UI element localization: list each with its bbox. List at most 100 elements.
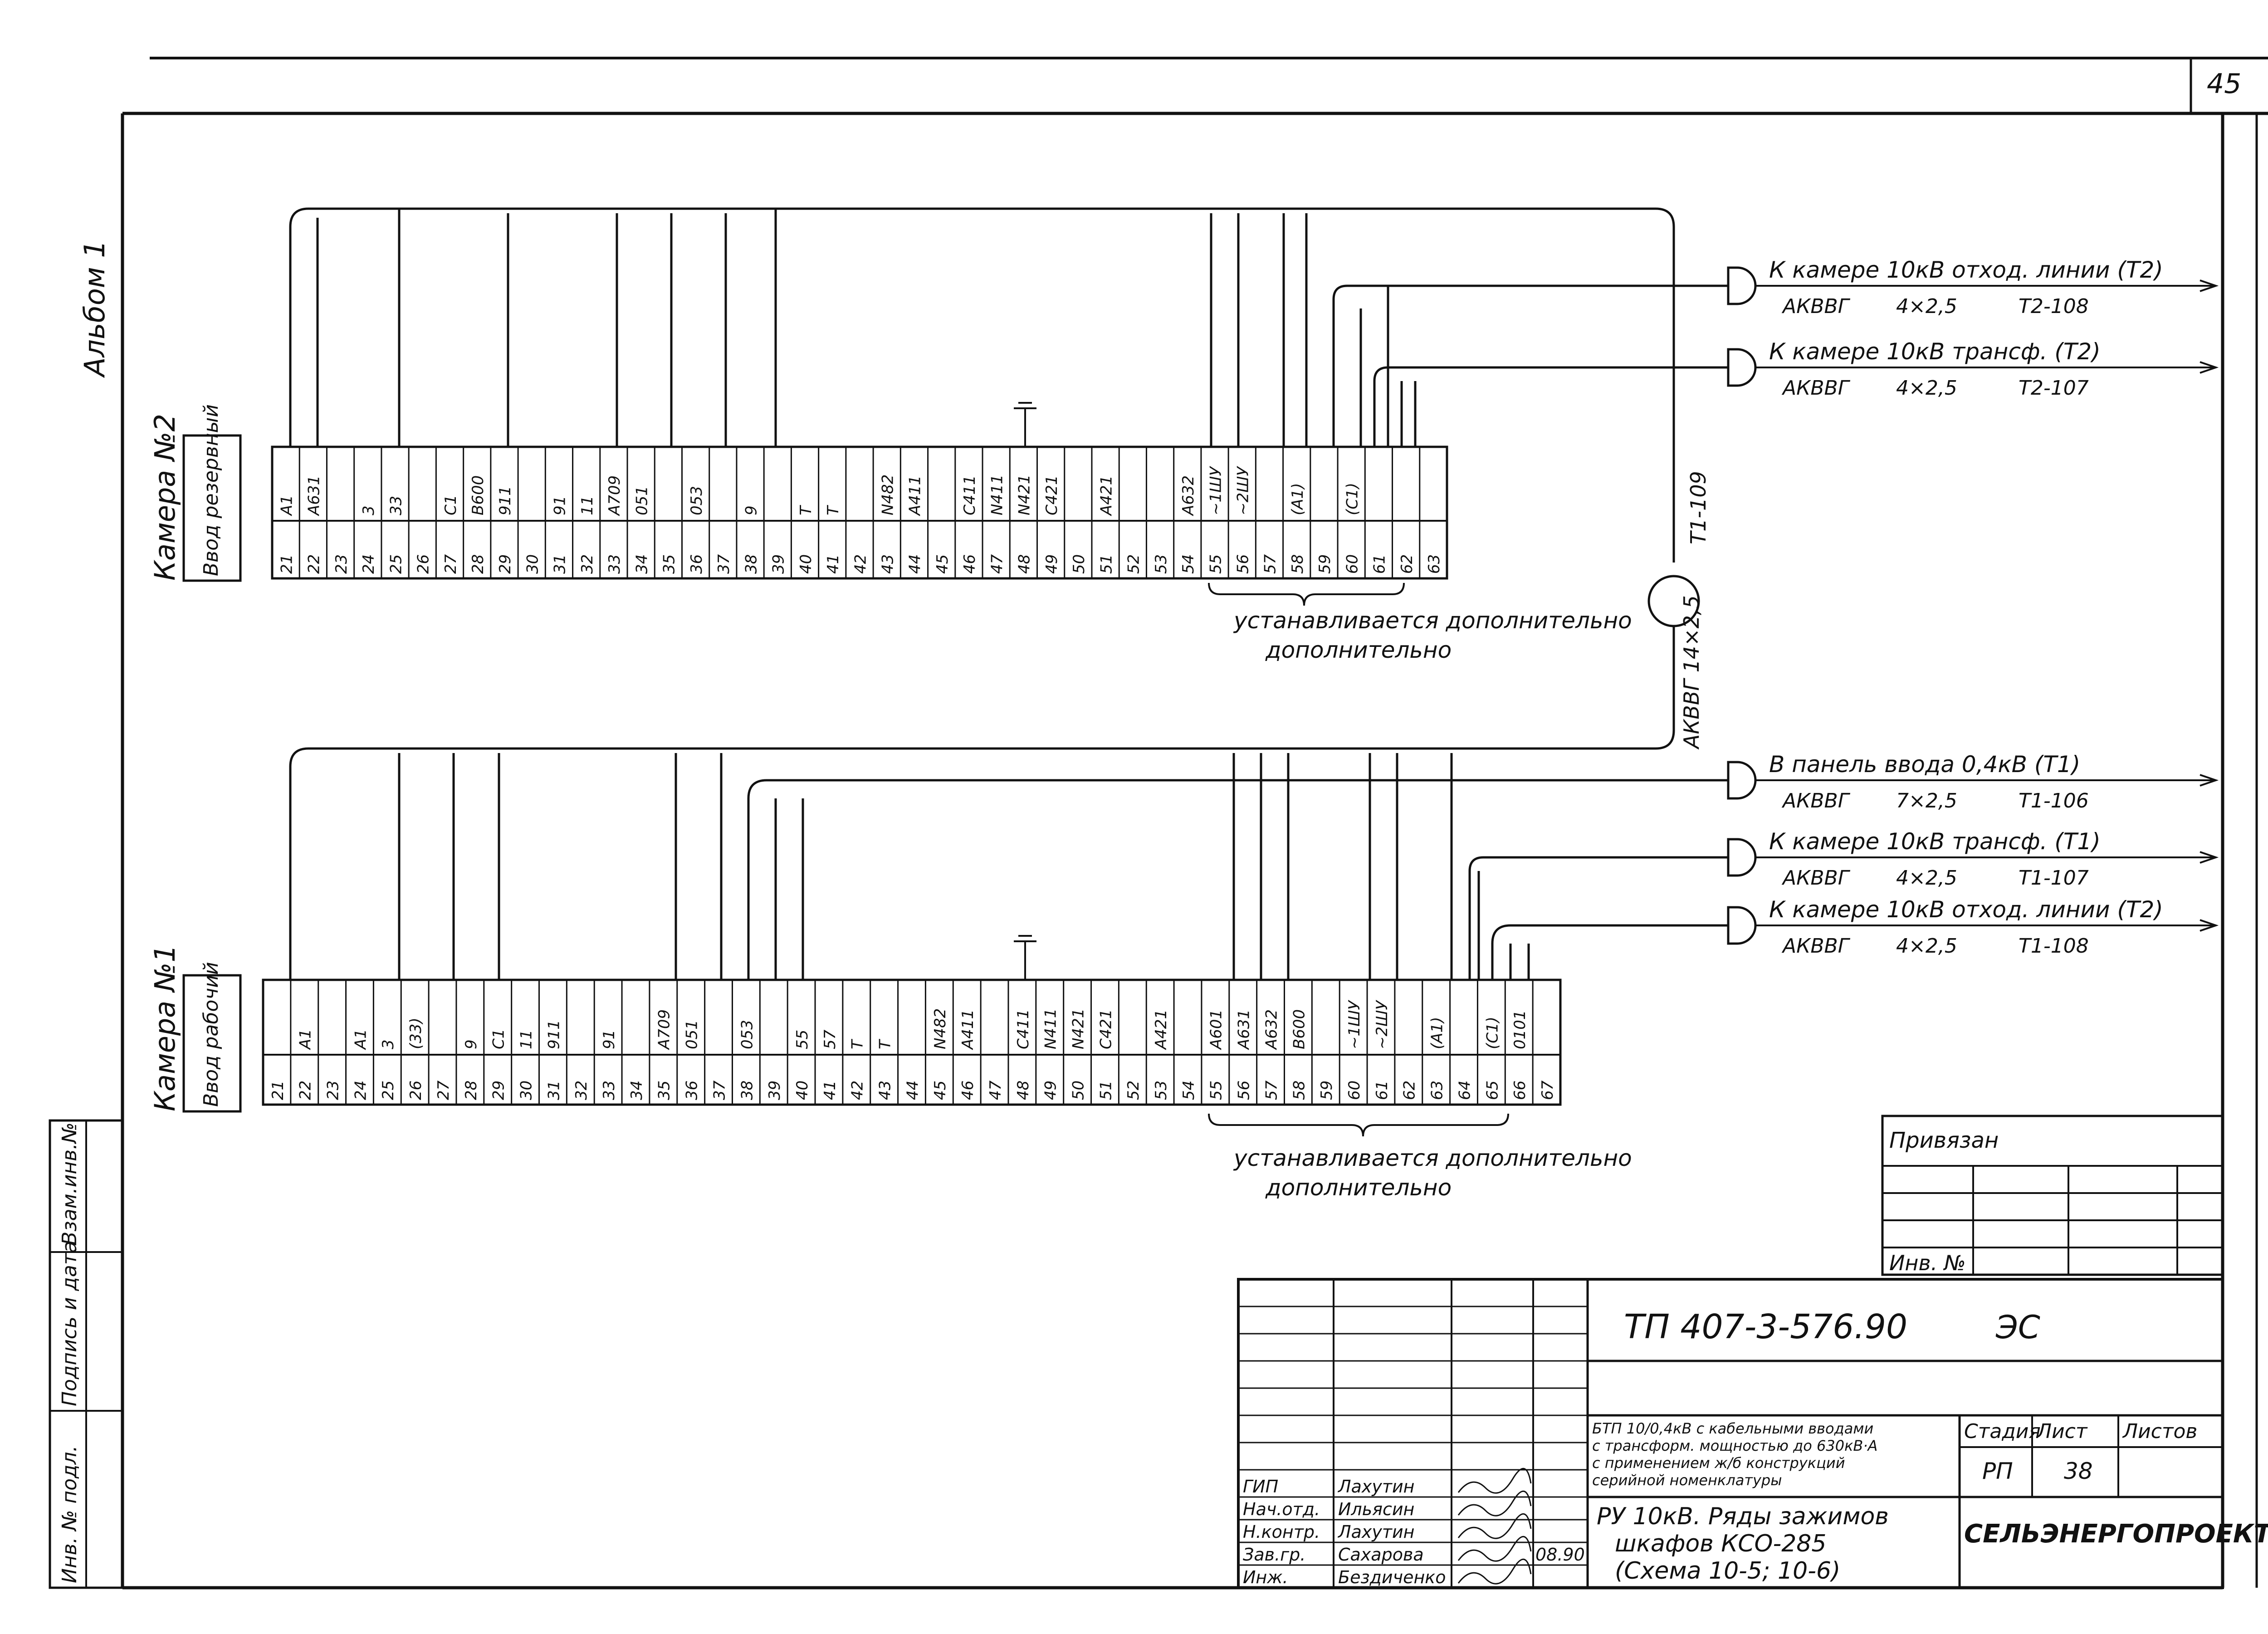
upper-terminal-number: 63 (1425, 554, 1443, 574)
upper-terminal-mark: 3 (360, 505, 378, 515)
upper-terminal-number: 32 (578, 554, 596, 574)
sheet-title-line: РУ 10кВ. Ряды зажимов (1597, 1503, 1889, 1530)
arrow-right-icon (2200, 361, 2219, 374)
lower-terminal-mark: С421 (1097, 1009, 1115, 1049)
side-inv-label: Инв. № подл. (58, 1445, 81, 1583)
album-label: Альбом 1 (78, 240, 111, 378)
cable-type: АКВВГ (1781, 377, 1851, 400)
lower-terminal-mark: А709 (655, 1009, 674, 1050)
stage-value: РП (1982, 1458, 2013, 1484)
cable-type: АКВВГ (1781, 789, 1851, 812)
cable-size: 4×2,5 (1896, 295, 1957, 318)
lower-terminal-number: 24 (352, 1081, 370, 1100)
cable-title: К камере 10кВ отход. линии (Т2) (1769, 257, 2163, 283)
upper-terminal-number: 35 (660, 554, 679, 574)
lower-terminal-mark: А421 (1152, 1009, 1170, 1050)
lower-terminal-number: 35 (655, 1081, 674, 1100)
description-line: с трансформ. мощностью до 630кВ·А (1592, 1437, 1877, 1454)
tie-cable-code: Т1-109 (1686, 471, 1711, 544)
upper-input-label: Ввод резервный (200, 404, 223, 576)
cable-title: К камере 10кВ трансф. (Т2) (1769, 338, 2101, 365)
upper-terminal-number: 22 (305, 554, 323, 574)
lower-terminal-number: 58 (1290, 1081, 1308, 1100)
upper-terminal-number: 57 (1261, 554, 1280, 574)
upper-terminal-number: 44 (906, 554, 924, 574)
lower-terminal-number: 55 (1207, 1081, 1226, 1100)
lower-install-note: устанавливается дополнительно (1233, 1145, 1632, 1171)
signature-name: Сахарова (1338, 1545, 1424, 1565)
lower-terminal-mark: Т (849, 1039, 867, 1049)
description-line: БТП 10/0,4кВ с кабельными вводами (1592, 1420, 1873, 1437)
upper-terminal-number: 61 (1371, 554, 1389, 574)
cable-title: К камере 10кВ трансф. (Т1) (1769, 828, 2101, 855)
lower-terminal-number: 33 (600, 1081, 618, 1100)
upper-terminal-number: 41 (824, 554, 842, 574)
signature-name: Ильясин (1338, 1499, 1414, 1519)
lower-terminal-number: 31 (545, 1081, 563, 1100)
lower-terminal-mark: А1 (297, 1029, 315, 1050)
lower-terminal-number: 22 (297, 1081, 315, 1100)
upper-terminal-mark: N411 (988, 475, 1006, 515)
upper-install-note-2: дополнительно (1265, 637, 1452, 663)
cable-plug-icon (1727, 266, 1757, 305)
upper-terminal-mark: А632 (1179, 475, 1198, 516)
sheet-title-line: (Схема 10-5; 10-6) (1615, 1557, 1840, 1585)
cable-size: 7×2,5 (1896, 789, 1957, 812)
doc-mark: ЭС (1995, 1309, 2040, 1346)
cable-plug-icon (1727, 906, 1757, 945)
upper-terminal-number: 21 (278, 554, 296, 574)
cable-destinations: К камере 10кВ отход. линии (Т2) АКВВГ 4×2,… (1727, 257, 2219, 958)
sheet-value: 38 (2064, 1458, 2093, 1484)
lower-terminal-number: 63 (1428, 1081, 1447, 1100)
lower-terminal-number: 40 (793, 1081, 811, 1100)
upper-terminal-mark: N482 (879, 475, 897, 515)
upper-terminal-mark: В600 (469, 475, 487, 515)
arrow-right-icon (2200, 774, 2219, 787)
lower-terminal-mark: С411 (1014, 1009, 1032, 1049)
lower-terminal-number: 30 (517, 1081, 535, 1100)
upper-terminal-number: 47 (988, 554, 1006, 574)
cable-code: Т1-107 (2019, 866, 2089, 890)
lower-terminal-mark: 053 (738, 1020, 756, 1049)
upper-terminal-mark: 051 (633, 486, 651, 515)
lower-terminal-number: 28 (462, 1081, 480, 1100)
lower-terminal-number: 54 (1180, 1081, 1198, 1100)
lower-terminal-mark: 57 (821, 1029, 839, 1049)
upper-terminal-mark: А631 (305, 475, 323, 516)
upper-camera-label: Камера №2 (148, 414, 181, 581)
upper-terminal-mark: 11 (578, 496, 596, 515)
cable-size: 4×2,5 (1896, 934, 1957, 958)
lower-terminal-number: 57 (1262, 1080, 1281, 1100)
upper-terminal-mark: Т (797, 505, 815, 515)
cable-title: В панель ввода 0,4кВ (Т1) (1769, 751, 2080, 778)
upper-wiring (289, 207, 1728, 563)
lower-terminal-number: 29 (490, 1081, 508, 1100)
cable-code: Т1-106 (2019, 789, 2089, 812)
upper-terminal-number: 29 (496, 554, 514, 574)
upper-terminal-mark: С1 (442, 495, 460, 515)
lower-terminal-mark: N421 (1069, 1008, 1087, 1049)
upper-terminal-number: 51 (1097, 554, 1115, 574)
lower-terminal-number: 64 (1456, 1081, 1474, 1100)
cable-type: АКВВГ (1781, 934, 1851, 958)
lower-terminal-number: 21 (269, 1081, 287, 1100)
lower-terminal-mark: 051 (683, 1020, 701, 1049)
lower-terminal-number: 42 (849, 1081, 867, 1100)
upper-terminal-number: 58 (1289, 554, 1307, 574)
arrow-right-icon (2200, 919, 2219, 932)
lower-terminal-mark: 91 (600, 1030, 618, 1049)
lower-terminal-number: 67 (1539, 1080, 1557, 1100)
upper-terminal-number: 42 (851, 554, 870, 574)
bound-label: Привязан (1889, 1128, 1999, 1153)
side-signature-label: Подпись и дата (58, 1241, 81, 1406)
upper-terminal-number: 50 (1070, 554, 1088, 574)
lower-terminal-mark: 9 (462, 1039, 480, 1049)
lower-terminal-number: 59 (1318, 1081, 1336, 1100)
lower-terminal-mark: 911 (545, 1020, 563, 1049)
upper-terminal-mark: А421 (1097, 475, 1115, 516)
lower-terminal-number: 46 (959, 1081, 977, 1100)
lower-terminal-mark: N482 (931, 1008, 949, 1049)
upper-terminal-mark: А411 (906, 475, 924, 516)
